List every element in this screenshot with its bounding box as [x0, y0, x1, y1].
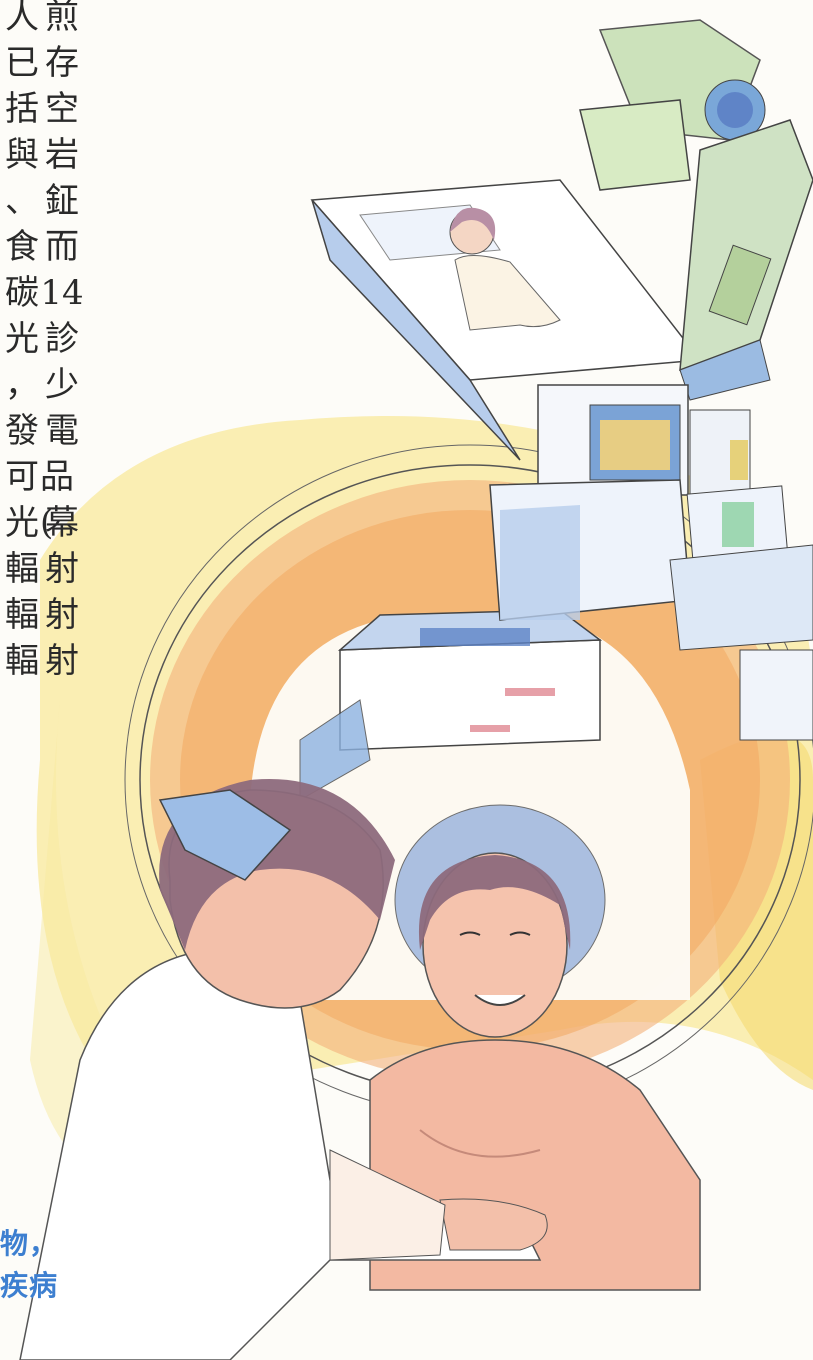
char: 幕 [45, 503, 79, 543]
vertical-text-column-right: 煎 存 空 岩 鉦 而 14 診 少 電 品( 幕 射 射 射 [40, 0, 84, 684]
char: 可 [5, 457, 39, 497]
vertical-text-column-left: 人 已 括 與 、 食 碳 光 ， 發 可 光 輻 輻 輻 [0, 0, 44, 684]
char: 發 [5, 411, 39, 451]
char: 鉦 [45, 181, 79, 221]
char: 輻 [5, 595, 39, 635]
char: 括 [5, 89, 39, 129]
char: 與 [5, 135, 39, 175]
char: 品( [40, 457, 74, 543]
scanner-console [299, 609, 603, 801]
char: 已 [5, 43, 39, 83]
char: 射 [45, 549, 79, 589]
char: 存 [45, 43, 79, 83]
char: 診 [45, 319, 79, 359]
char: 電 [45, 411, 79, 451]
blue-caption-line-2: 疾病 [0, 1269, 59, 1302]
char: ， [5, 365, 39, 405]
char: 光 [5, 319, 39, 359]
char: 、 [5, 181, 39, 221]
char: 食 [5, 227, 39, 267]
char: 人 [5, 0, 39, 37]
char: 而 [45, 227, 79, 267]
char: 岩 [45, 135, 79, 175]
char: 射 [45, 595, 79, 635]
char: 輻 [5, 549, 39, 589]
char: 碳 [5, 273, 39, 313]
char: 輻 [5, 641, 39, 681]
char: 光 [5, 503, 39, 543]
char: 射 [45, 641, 79, 681]
char: 14 [40, 273, 84, 313]
nurse-figure [19, 779, 548, 1360]
char: 煎 [45, 0, 79, 37]
char: 少 [45, 365, 79, 405]
blue-caption-line-1: 物， [0, 1227, 59, 1260]
xray-arm [579, 19, 813, 401]
char: 空 [45, 89, 79, 129]
control-monitors [489, 384, 813, 741]
